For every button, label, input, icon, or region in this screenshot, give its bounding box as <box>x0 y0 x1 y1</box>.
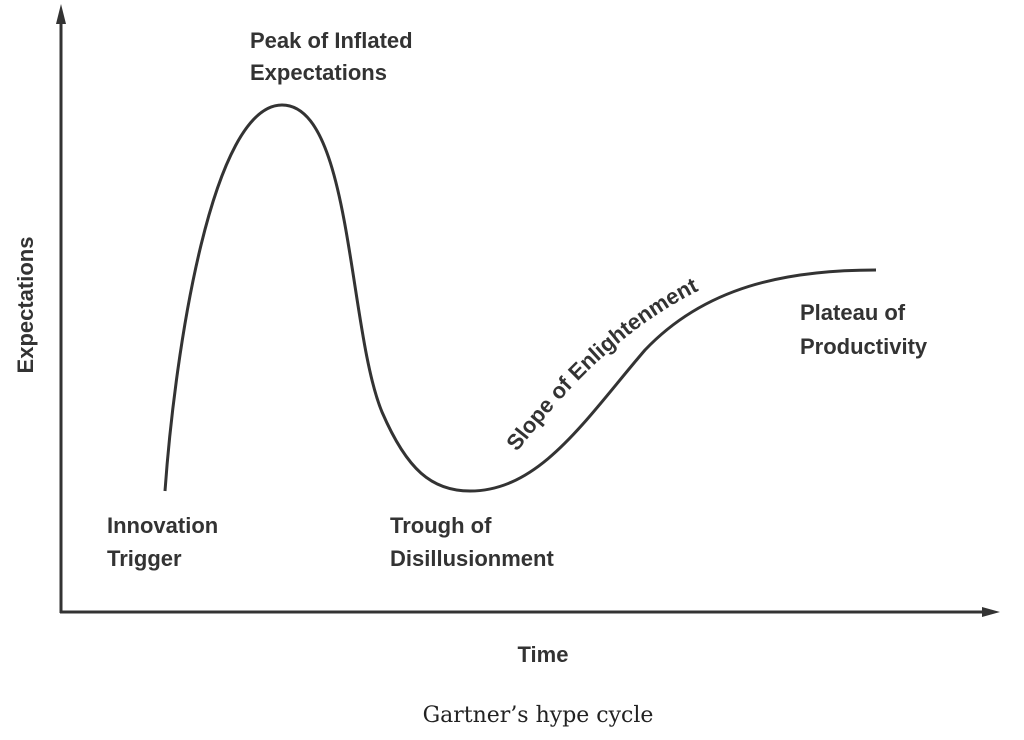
label-innovation-line2: Trigger <box>107 546 182 571</box>
label-peak-line1: Peak of Inflated <box>250 28 413 53</box>
label-peak-line2: Expectations <box>250 60 387 85</box>
label-plateau-line1: Plateau of <box>800 300 906 325</box>
axis-label-y: Expectations <box>13 237 38 374</box>
label-plateau-line2: Productivity <box>800 334 928 359</box>
caption: Gartner’s hype cycle <box>423 703 654 728</box>
x-axis-arrow-icon <box>982 607 1000 617</box>
label-innovation-line1: Innovation <box>107 513 218 538</box>
label-trough-line2: Disillusionment <box>390 546 554 571</box>
label-slope: Slope of Enlightenment <box>501 272 702 455</box>
label-trough-line1: Trough of <box>390 513 492 538</box>
hype-curve <box>163 103 877 493</box>
label-slope-text: Slope of Enlightenment <box>501 272 702 455</box>
y-axis-arrow-icon <box>56 4 66 24</box>
axis-label-x: Time <box>518 642 569 667</box>
